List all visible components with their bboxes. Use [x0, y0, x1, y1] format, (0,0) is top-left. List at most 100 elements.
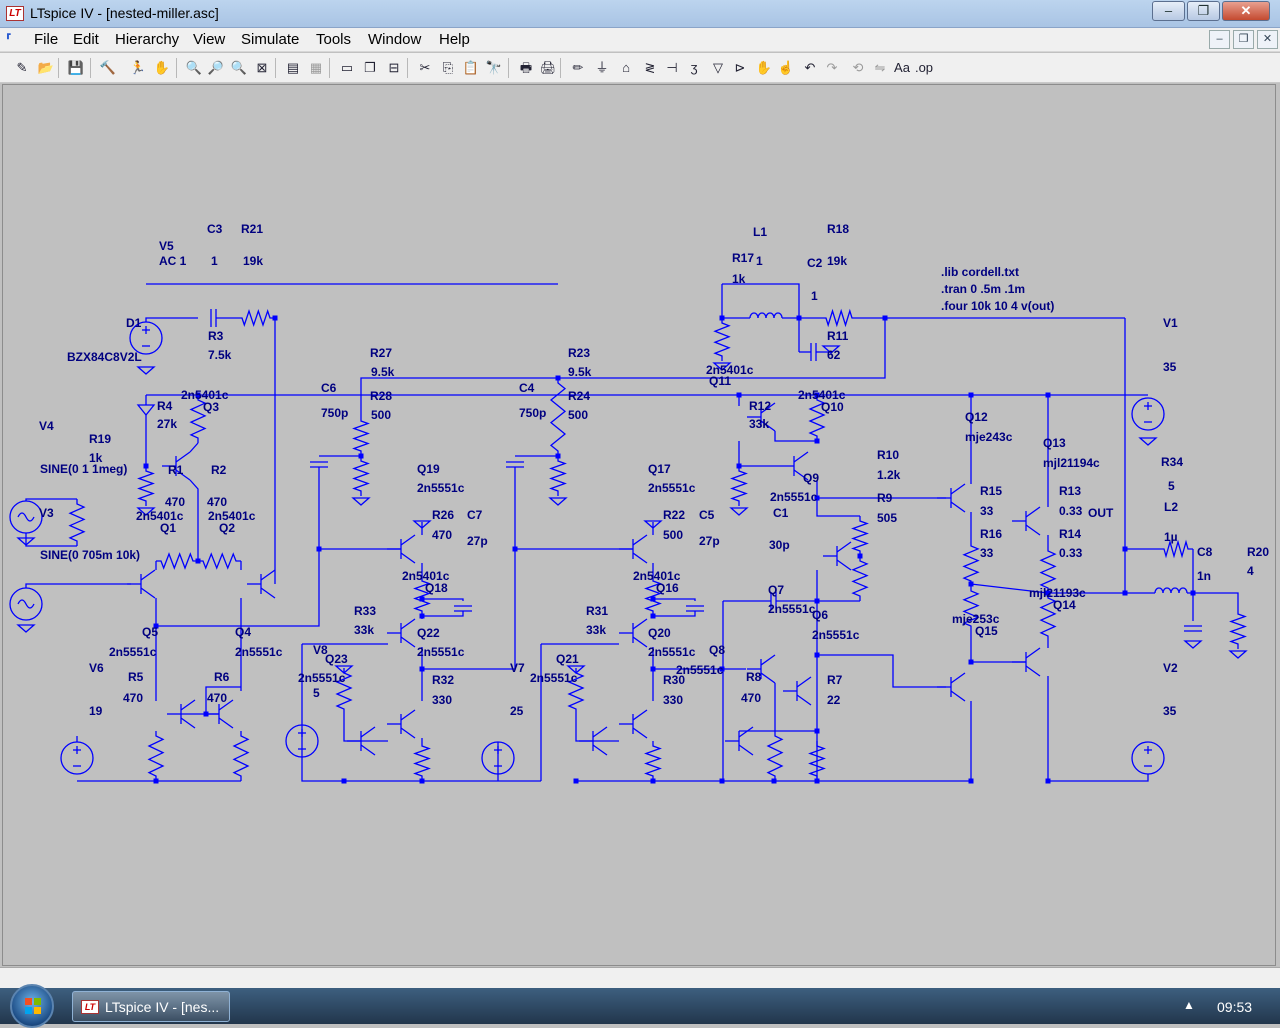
- component-label[interactable]: Q14: [1053, 598, 1076, 612]
- component-label[interactable]: 505: [877, 511, 897, 525]
- wire[interactable]: [189, 395, 207, 443]
- component-label[interactable]: mjl21194c: [1043, 456, 1100, 470]
- wire[interactable]: [821, 308, 857, 328]
- voltage-source[interactable]: [1131, 397, 1165, 431]
- wire[interactable]: [156, 552, 198, 570]
- zoom-in-icon[interactable]: 🔍: [185, 60, 203, 75]
- component-label[interactable]: R9: [877, 491, 893, 505]
- wire[interactable]: [1039, 593, 1057, 641]
- undo-icon[interactable]: ↶: [804, 60, 816, 75]
- wire[interactable]: [808, 741, 826, 781]
- wire[interactable]: [260, 587, 276, 599]
- component-label[interactable]: 35: [1163, 360, 1177, 374]
- component-label[interactable]: R4: [157, 399, 173, 413]
- component-label[interactable]: 470: [432, 528, 452, 542]
- wire[interactable]: [1025, 647, 1041, 659]
- component-label[interactable]: 2n5551c: [648, 645, 696, 659]
- inductor-coil[interactable]: [765, 312, 775, 319]
- component-label[interactable]: R27: [370, 346, 392, 360]
- component-label[interactable]: 500: [568, 408, 588, 422]
- wire[interactable]: [1025, 524, 1041, 536]
- component-label[interactable]: V1: [1163, 316, 1178, 330]
- component-label[interactable]: R17: [732, 251, 754, 265]
- component-label[interactable]: Q15: [975, 624, 998, 638]
- component-label[interactable]: Q13: [1043, 436, 1066, 450]
- component-label[interactable]: R7: [827, 673, 843, 687]
- component-label[interactable]: Q9: [803, 471, 819, 485]
- junction-dot[interactable]: [1045, 778, 1051, 784]
- component-label[interactable]: 2n5401c: [706, 363, 754, 377]
- component-label[interactable]: 33k: [749, 417, 769, 431]
- component-label[interactable]: R15: [980, 484, 1002, 498]
- wire[interactable]: [232, 731, 250, 781]
- wire[interactable]: [950, 690, 966, 702]
- component-label[interactable]: 500: [663, 528, 683, 542]
- component-label[interactable]: R18: [827, 222, 849, 236]
- wire[interactable]: [413, 576, 431, 616]
- component-label[interactable]: D1: [126, 316, 142, 330]
- component-label[interactable]: R23: [568, 346, 590, 360]
- component-label[interactable]: R6: [214, 670, 230, 684]
- wire[interactable]: [335, 668, 353, 714]
- text-icon[interactable]: Aa: [894, 60, 910, 75]
- zener-diode[interactable]: [136, 404, 156, 417]
- show-hidden-icons-icon[interactable]: ▲: [1183, 998, 1195, 1012]
- wire[interactable]: [738, 726, 754, 738]
- component-label[interactable]: Q3: [203, 400, 219, 414]
- ground-symbol[interactable]: [136, 507, 156, 516]
- wire[interactable]: [400, 709, 416, 721]
- component-label[interactable]: R1: [168, 463, 184, 477]
- component-label[interactable]: V3: [39, 506, 54, 520]
- wire[interactable]: [422, 598, 464, 601]
- component-label[interactable]: L1: [753, 225, 767, 239]
- component-label[interactable]: 33k: [586, 623, 606, 637]
- component-label[interactable]: 1n: [1197, 569, 1211, 583]
- component-label[interactable]: R31: [586, 604, 608, 618]
- junction-dot[interactable]: [143, 463, 149, 469]
- junction-dot[interactable]: [419, 596, 425, 602]
- inductor-coil[interactable]: [1170, 587, 1180, 594]
- wire[interactable]: [25, 498, 77, 501]
- drag-icon[interactable]: ☝: [777, 60, 795, 75]
- wire[interactable]: [950, 672, 966, 684]
- ground-symbol[interactable]: [566, 665, 586, 674]
- wire[interactable]: [343, 714, 388, 742]
- wire[interactable]: [793, 451, 809, 463]
- component-label[interactable]: 19k: [827, 254, 847, 268]
- ground-symbol[interactable]: [1183, 640, 1203, 649]
- component-label[interactable]: R32: [432, 673, 454, 687]
- component-label[interactable]: C2: [807, 256, 823, 270]
- wire[interactable]: [962, 586, 980, 631]
- inductor-icon[interactable]: ʒ: [690, 60, 698, 75]
- component-label[interactable]: 25: [510, 704, 524, 718]
- component-label[interactable]: SINE(0 1 1meg): [40, 462, 127, 476]
- wire[interactable]: [632, 636, 648, 648]
- wire[interactable]: [205, 686, 241, 714]
- component-label[interactable]: 2n5401c: [208, 509, 256, 523]
- component-label[interactable]: 2n5551c: [676, 663, 724, 677]
- save-icon[interactable]: 💾: [67, 60, 85, 75]
- capacitor-icon[interactable]: ⊣: [666, 60, 678, 75]
- component-label[interactable]: Q20: [648, 626, 671, 640]
- wire[interactable]: [400, 552, 416, 564]
- ground-symbol[interactable]: [1138, 437, 1158, 446]
- wire[interactable]: [575, 714, 619, 742]
- wire[interactable]: [760, 654, 776, 666]
- component-label[interactable]: V4: [39, 419, 54, 433]
- tile-horizontal-icon[interactable]: ▭: [340, 60, 354, 75]
- taskbar-ltspice-button[interactable]: LT LTspice IV - [nes...: [72, 991, 230, 1022]
- wire[interactable]: [796, 676, 812, 688]
- wire[interactable]: [836, 541, 852, 553]
- voltage-source[interactable]: [285, 724, 319, 758]
- component-label[interactable]: 27p: [699, 534, 720, 548]
- component-label[interactable]: BZX84C8V2L: [67, 350, 142, 364]
- inductor-coil[interactable]: [757, 312, 767, 319]
- component-label[interactable]: C5: [699, 508, 715, 522]
- component-label[interactable]: R5: [128, 670, 144, 684]
- component-label[interactable]: 2n5551c: [298, 671, 346, 685]
- copy-icon[interactable]: ⎘: [442, 60, 454, 75]
- wire[interactable]: [962, 541, 980, 586]
- component-label[interactable]: 27k: [157, 417, 177, 431]
